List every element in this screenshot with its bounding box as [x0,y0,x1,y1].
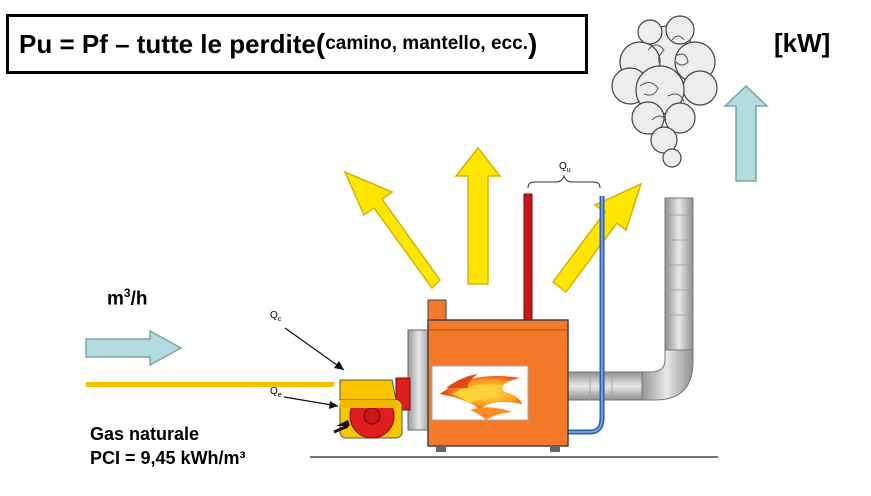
qe-label: Qe [270,386,282,399]
title-main: Pu = Pf – tutte le perdite [19,28,316,59]
qu-label-sub: u [566,167,571,174]
title-paren-close: ) [527,28,538,59]
burner [333,377,411,439]
qc-label: Qc [270,310,281,323]
qc-label-sub: c [277,316,282,323]
title-box: Pu = Pf – tutte le perdite (camino, mant… [6,14,588,74]
qe-pointer [283,396,339,407]
heat-loss-arrow-center [454,146,502,285]
gas-supply-line [86,382,334,387]
chimney-elbow [639,349,694,401]
qu-brace [527,174,601,189]
hot-water-pipe [523,193,533,323]
flow-unit-base: m [107,288,124,310]
power-unit-label: [kW] [774,28,831,58]
qu-label: Qu [559,161,571,174]
flow-rate-unit: m3/h [107,286,147,310]
qc-label-base: Q [270,310,278,321]
gas-name: Gas naturale [90,424,200,444]
smoke-cloud-icon [611,15,718,168]
boiler-front-plate [407,329,431,431]
qe-label-base: Q [270,386,278,397]
title-detail: camino, mantello, ecc. [325,33,528,54]
qc-pointer [284,327,345,371]
flue-pipe [567,371,643,401]
qe-label-sub: e [277,392,282,399]
qu-label-base: Q [559,161,567,172]
gas-pci: PCI = 9,45 kWh/m³ [90,448,246,468]
chimney-stack [664,197,694,359]
flow-unit-exponent: 3 [123,286,131,300]
flow-unit-rest: /h [130,288,148,310]
heat-loss-arrow-left [343,170,441,290]
title-paren-open: ( [315,28,326,59]
gas-info: Gas naturale PCI = 9,45 kWh/m³ [90,422,246,470]
flame-icon [440,374,522,420]
gas-inflow-arrow [85,329,183,367]
smoke-up-arrow [723,84,769,182]
heat-loss-arrow-right [551,182,643,294]
